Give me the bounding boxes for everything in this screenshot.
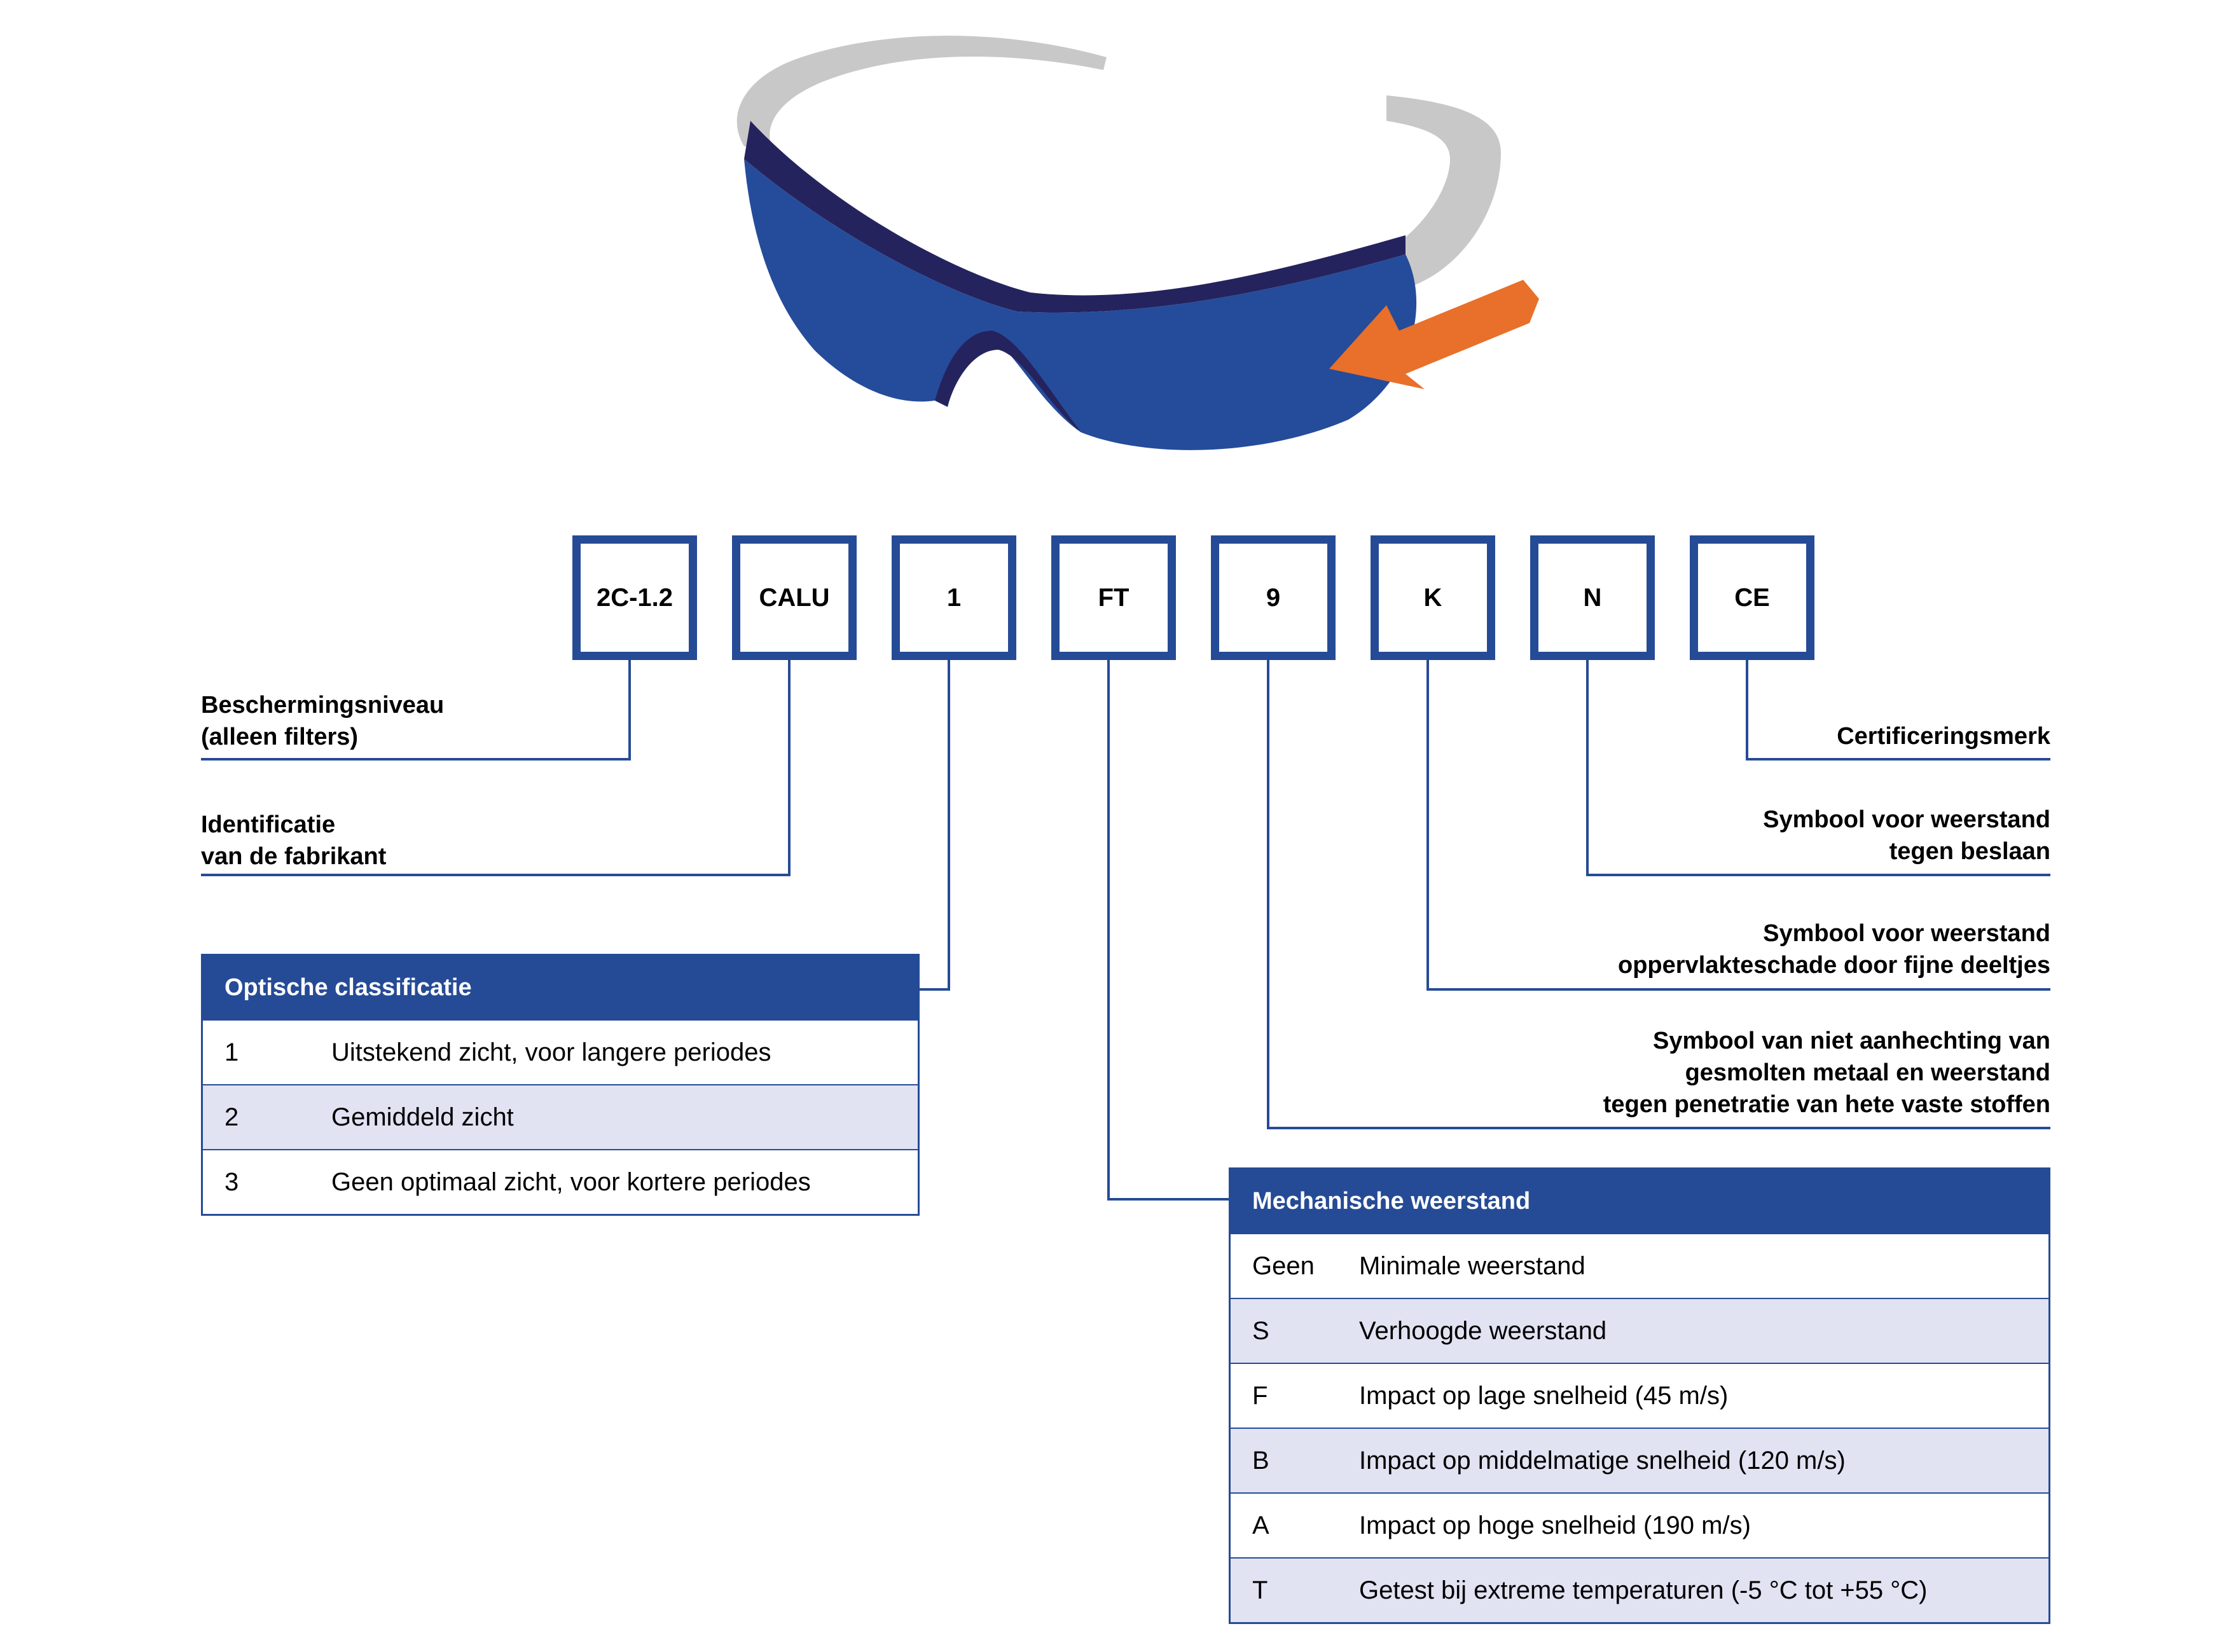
label-line: Symbool van niet aanhechting van (1652, 1028, 2050, 1054)
table-row: B Impact op middelmatige snelheid (120 m… (1231, 1428, 2048, 1492)
label-line: gesmolten metaal en weerstand (1685, 1059, 2050, 1086)
code-box-certification: CE (1690, 535, 1814, 660)
row-code: 1 (224, 1038, 239, 1066)
label-line: Identificatie (201, 811, 336, 838)
mechanical-resistance-table: Mechanische weerstand Geen Minimale weer… (1229, 1167, 2050, 1624)
label-line: Certificeringsmerk (1837, 723, 2050, 750)
code-box-optical-class: 1 (892, 535, 1016, 660)
code-box-protection-level: 2C-1.2 (572, 535, 697, 660)
label-anti-fog: Symbool voor weerstand tegen beslaan (1763, 804, 2050, 867)
row-description: Gemiddeld zicht (331, 1103, 514, 1131)
code-text: 9 (1266, 583, 1281, 612)
row-description: Verhoogde weerstand (1359, 1316, 1607, 1345)
table-row: T Getest bij extreme temperaturen (-5 °C… (1231, 1557, 2048, 1622)
table-header: Mechanische weerstand (1231, 1169, 2048, 1233)
code-text: K (1423, 583, 1442, 612)
row-description: Uitstekend zicht, voor langere periodes (331, 1038, 771, 1066)
code-box-manufacturer: CALU (732, 535, 857, 660)
code-text: 1 (946, 583, 962, 612)
code-box-mechanical: FT (1051, 535, 1176, 660)
label-line: Symbool voor weerstand (1763, 806, 2050, 833)
table-row: 1 Uitstekend zicht, voor langere periode… (203, 1019, 918, 1084)
optical-classification-table: Optische classificatie 1 Uitstekend zich… (201, 954, 920, 1216)
row-description: Impact op hoge snelheid (190 m/s) (1359, 1511, 1751, 1539)
label-certification: Certificeringsmerk (1837, 720, 2050, 752)
label-line: Symbool voor weerstand (1763, 920, 2050, 947)
label-fine-particles: Symbool voor weerstand oppervlakteschade… (1618, 918, 2050, 981)
label-line: tegen penetratie van hete vaste stoffen (1603, 1091, 2050, 1118)
table-row: F Impact op lage snelheid (45 m/s) (1231, 1363, 2048, 1428)
label-line: Beschermingsniveau (201, 692, 445, 719)
row-description: Geen optimaal zicht, voor kortere period… (331, 1167, 811, 1196)
row-code: Geen (1252, 1251, 1315, 1280)
label-line: van de fabrikant (201, 843, 387, 870)
row-code: S (1252, 1316, 1269, 1345)
label-protection-level: Beschermingsniveau (alleen filters) (201, 689, 444, 753)
row-description: Impact op lage snelheid (45 m/s) (1359, 1381, 1729, 1410)
label-manufacturer: Identificatie van de fabrikant (201, 809, 386, 872)
row-description: Minimale weerstand (1359, 1251, 1585, 1280)
row-code: 3 (224, 1167, 239, 1196)
row-code: 2 (224, 1103, 239, 1131)
table-row: A Impact op hoge snelheid (190 m/s) (1231, 1492, 2048, 1557)
safety-glasses-icon (736, 36, 1539, 450)
table-row: 2 Gemiddeld zicht (203, 1084, 918, 1149)
row-description: Impact op middelmatige snelheid (120 m/s… (1359, 1446, 1846, 1475)
table-row: Geen Minimale weerstand (1231, 1233, 2048, 1298)
row-code: T (1252, 1576, 1268, 1604)
label-line: tegen beslaan (1889, 838, 2050, 865)
code-box-anti-fog: N (1530, 535, 1655, 660)
row-code: B (1252, 1446, 1269, 1475)
row-description: Getest bij extreme temperaturen (-5 °C t… (1359, 1576, 1928, 1604)
code-box-fine-particles: K (1371, 535, 1495, 660)
label-line: oppervlakteschade door fijne deeltjes (1618, 952, 2050, 979)
code-text: 2C-1.2 (596, 583, 673, 612)
code-text: FT (1098, 583, 1129, 612)
code-box-molten-metal: 9 (1211, 535, 1336, 660)
table-header: Optische classificatie (203, 956, 918, 1019)
code-text: CE (1734, 583, 1770, 612)
row-code: A (1252, 1511, 1269, 1539)
label-line: (alleen filters) (201, 724, 359, 750)
row-code: F (1252, 1381, 1268, 1410)
code-text: N (1583, 583, 1602, 612)
table-row: S Verhoogde weerstand (1231, 1298, 2048, 1363)
table-row: 3 Geen optimaal zicht, voor kortere peri… (203, 1149, 918, 1214)
code-text: CALU (759, 583, 830, 612)
label-molten-metal: Symbool van niet aanhechting van gesmolt… (1603, 1025, 2050, 1120)
orange-arrow-icon (1329, 280, 1539, 389)
